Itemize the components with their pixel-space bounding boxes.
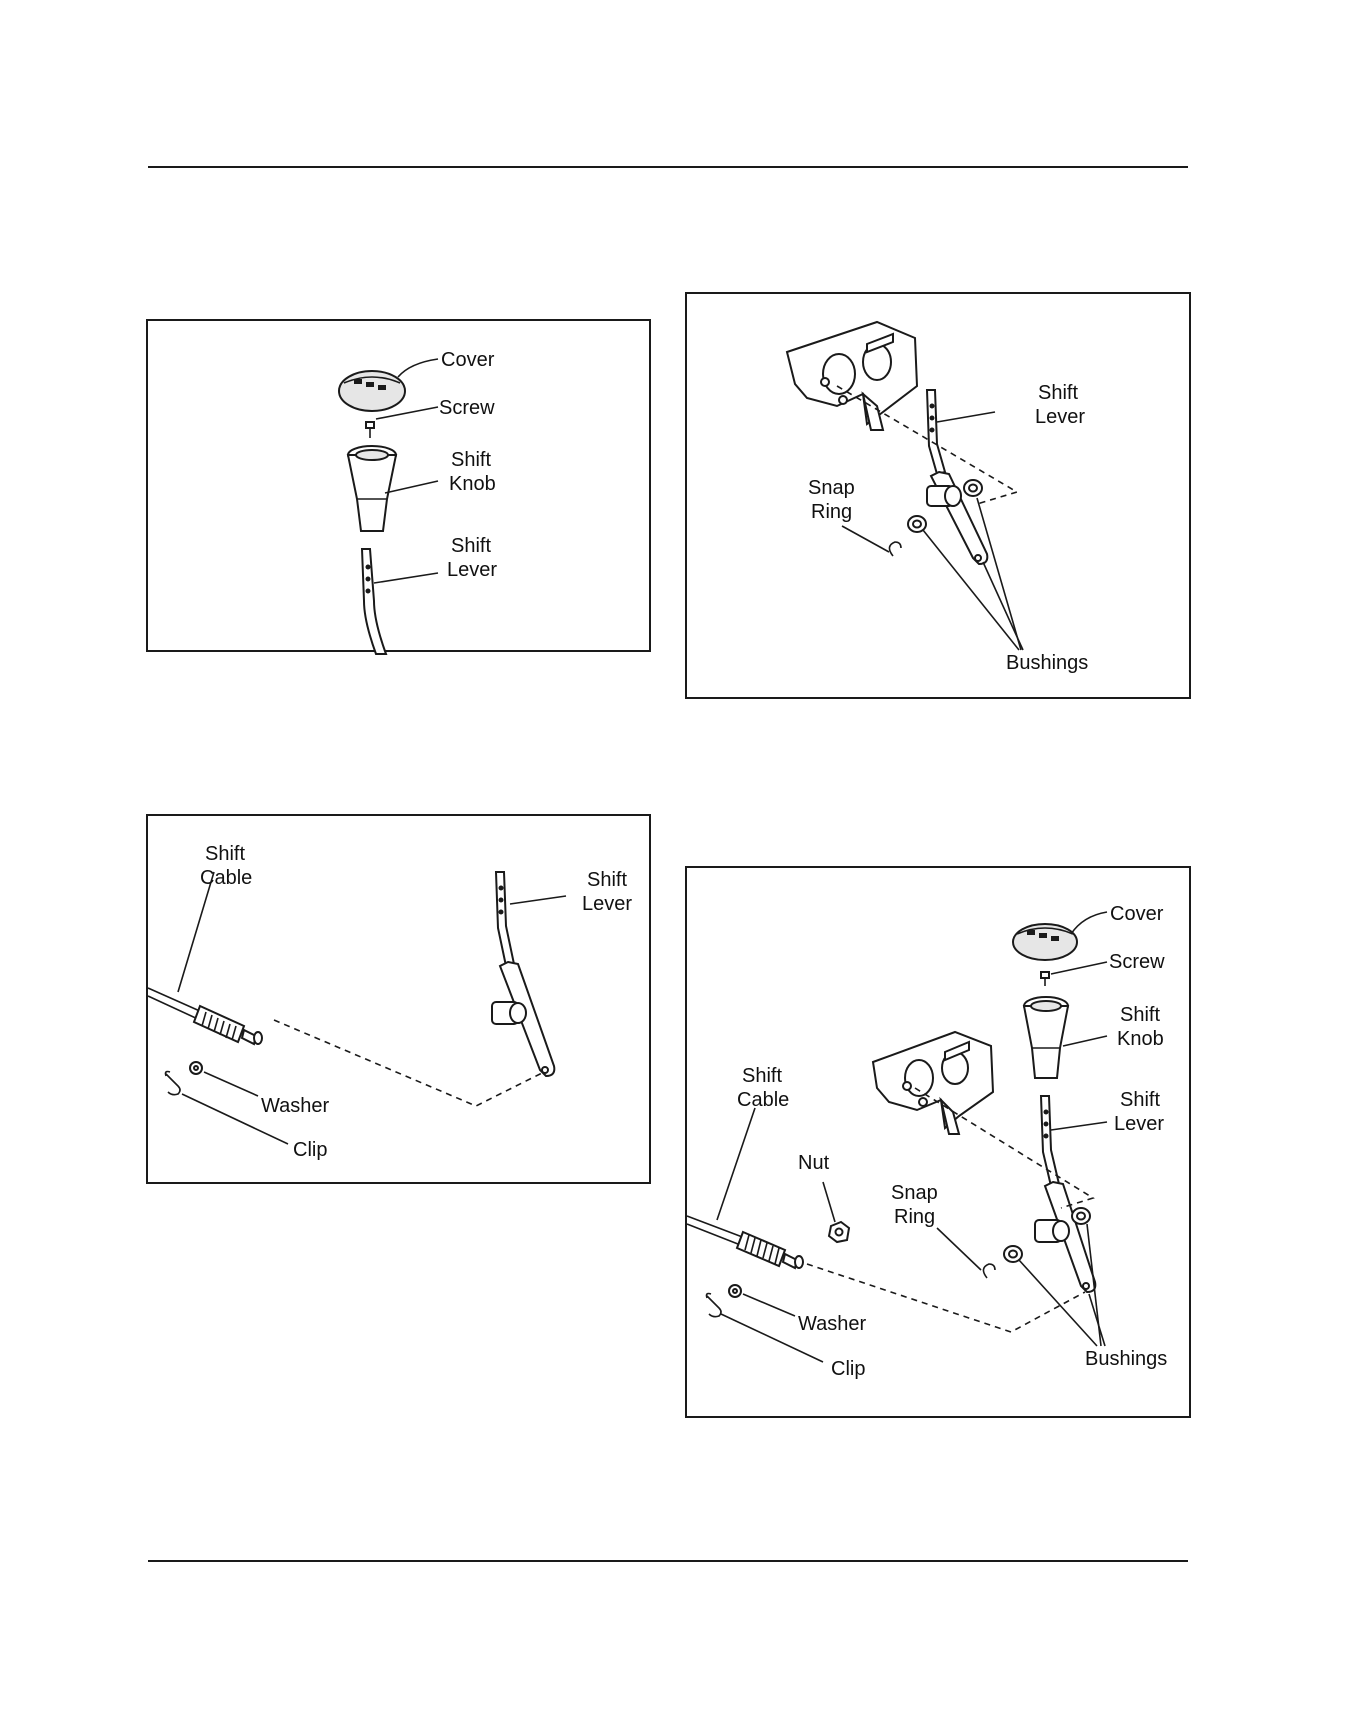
shift-lever-label-line2: Lever — [1035, 406, 1085, 428]
shift-knob-label-line2: Knob — [449, 473, 496, 495]
screw-part — [1041, 972, 1049, 986]
screw-label: Screw — [439, 397, 495, 419]
top-rule — [148, 166, 1188, 168]
snap-ring-part — [889, 542, 901, 556]
shift-lever-label-line2: Lever — [582, 893, 632, 915]
shift-knob-label-line1: Shift — [451, 449, 491, 471]
shift-knob-label-line2: Knob — [1117, 1028, 1164, 1050]
screw-part — [366, 422, 374, 438]
cover-label: Cover — [1110, 903, 1164, 925]
figure-shift-lever-bushings-drawing: Shift Lever Snap Ring Bushings — [687, 294, 1193, 701]
clip-part — [166, 1072, 181, 1095]
bushings-label: Bushings — [1006, 652, 1088, 674]
shift-cable-part — [687, 1216, 803, 1268]
shift-lever-label-line1: Shift — [451, 535, 491, 557]
figure-shift-knob-assembly-drawing: Cover Screw Shift Knob Shift Lever — [148, 321, 653, 654]
nut-label: Nut — [798, 1152, 830, 1174]
figure-shift-lever-bushings: Shift Lever Snap Ring Bushings — [685, 292, 1191, 699]
cover-part — [1013, 924, 1077, 960]
cover-part — [339, 371, 405, 411]
snap-ring-label-line2: Ring — [811, 501, 852, 523]
shift-lever-label-line2: Lever — [447, 559, 497, 581]
figure-shift-cable-connection-drawing: Shift Cable Shift Lever Washer Clip — [148, 816, 653, 1186]
clip-label: Clip — [831, 1358, 865, 1380]
shift-cable-label-line2: Cable — [200, 867, 252, 889]
clip-part — [707, 1294, 722, 1317]
shift-knob-part — [348, 446, 396, 531]
washer-label: Washer — [261, 1095, 330, 1117]
washer-label: Washer — [798, 1313, 867, 1335]
shift-knob-part — [1024, 997, 1068, 1078]
snap-ring-label-line1: Snap — [808, 477, 855, 499]
shift-cable-label-line1: Shift — [742, 1065, 782, 1087]
bushings-label: Bushings — [1085, 1348, 1167, 1370]
bracket-part — [787, 322, 917, 430]
shift-knob-label-line1: Shift — [1120, 1004, 1160, 1026]
snap-ring-label-line1: Snap — [891, 1182, 938, 1204]
screw-label: Screw — [1109, 951, 1165, 973]
clip-label: Clip — [293, 1139, 327, 1161]
figure-shifter-exploded-view: Cover Screw Shift Knob Shift Lever Shift… — [685, 866, 1191, 1418]
shift-lever-label-line1: Shift — [1038, 382, 1078, 404]
figure-shift-cable-connection: Shift Cable Shift Lever Washer Clip — [146, 814, 651, 1184]
figure-shifter-exploded-view-drawing: Cover Screw Shift Knob Shift Lever Shift… — [687, 868, 1193, 1420]
shift-lever-label-line1: Shift — [587, 869, 627, 891]
bottom-rule — [148, 1560, 1188, 1562]
washer-part — [190, 1062, 202, 1074]
shift-lever-label-line1: Shift — [1120, 1089, 1160, 1111]
bracket-part — [873, 1032, 993, 1134]
shift-cable-part — [148, 988, 262, 1044]
snap-ring-label-line2: Ring — [894, 1206, 935, 1228]
shift-cable-label-line2: Cable — [737, 1089, 789, 1111]
shift-lever-part — [927, 390, 987, 564]
shift-lever-label-line2: Lever — [1114, 1113, 1164, 1135]
nut-part — [829, 1222, 849, 1242]
shift-cable-label-line1: Shift — [205, 843, 245, 865]
snap-ring-part — [983, 1264, 995, 1278]
shift-lever-part — [362, 549, 386, 654]
cover-label: Cover — [441, 349, 495, 371]
washer-part — [729, 1285, 741, 1297]
figure-shift-knob-assembly: Cover Screw Shift Knob Shift Lever — [146, 319, 651, 652]
